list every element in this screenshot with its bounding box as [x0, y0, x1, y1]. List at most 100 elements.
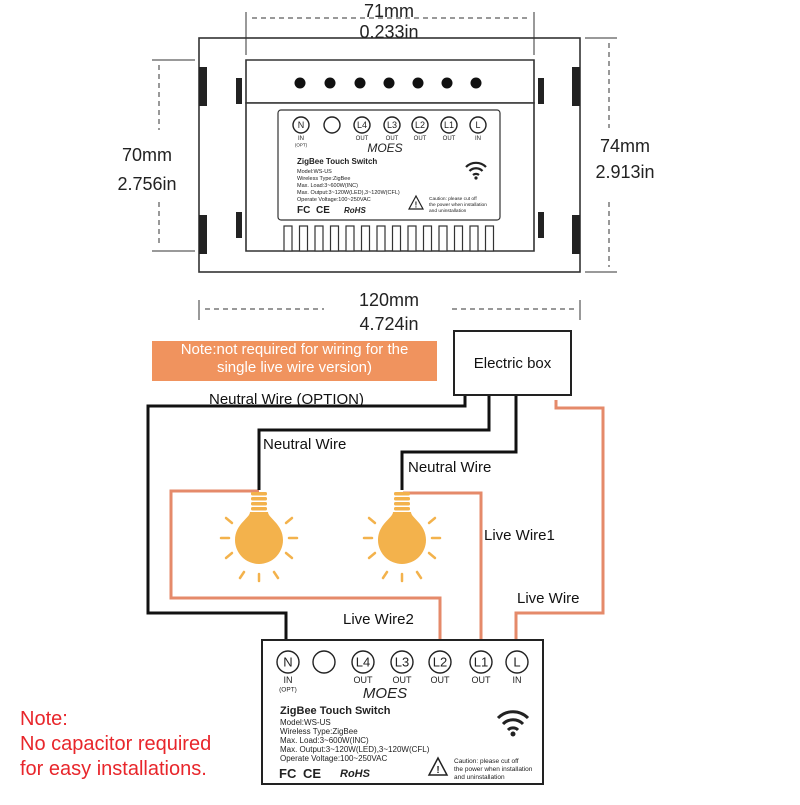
- terminal-circle: [383, 116, 401, 134]
- label-neutral-wire-2: Neutral Wire: [408, 459, 491, 476]
- mount-tab: [572, 67, 580, 106]
- label-sticker: [277, 109, 501, 221]
- pin-dot: [412, 77, 424, 89]
- bulb-thread: [251, 502, 267, 506]
- terminal-circle: [292, 116, 310, 134]
- bulb-ray: [427, 516, 437, 525]
- mount-tab: [199, 215, 207, 254]
- fcc-logo: FC: [279, 766, 297, 781]
- terminal-circle: [411, 116, 429, 134]
- terminal-symbol: N: [283, 655, 292, 670]
- terminal-sub: OUT: [356, 136, 369, 142]
- label-live-wire1: Live Wire1: [484, 527, 555, 544]
- vent-tooth: [391, 225, 402, 252]
- svg-text:!: !: [436, 765, 439, 776]
- caution-line: Caution: please cut off: [454, 758, 519, 765]
- terminal-circle: [312, 650, 336, 674]
- bulb-glass: [378, 512, 426, 564]
- terminal-circle: [323, 116, 341, 134]
- device-max-output: Max. Output:3~120W(LED),3~120W(CFL): [297, 190, 400, 196]
- warning-icon: !: [407, 194, 425, 210]
- device-max-output: Max. Output:3~120W(LED),3~120W(CFL): [280, 745, 430, 754]
- vent-tooth: [376, 225, 386, 252]
- label-live-wire2: Live Wire2: [343, 611, 414, 628]
- bulb-ray: [415, 570, 423, 580]
- device-voltage: Operate Voltage:100~250VAC: [297, 197, 371, 203]
- pin-dot: [470, 77, 482, 89]
- terminal-symbol: L4: [357, 120, 367, 130]
- pin-dot: [441, 77, 453, 89]
- pin-dot: [383, 77, 395, 89]
- label-live-wire: Live Wire: [517, 590, 580, 607]
- device-voltage: Operate Voltage:100~250VAC: [280, 754, 387, 763]
- dim-total-in: 4.724in: [359, 314, 418, 334]
- caution-line: Caution: please cut off: [429, 196, 477, 202]
- terminal-symbol: N: [298, 120, 305, 130]
- bulb-icon: [219, 492, 299, 583]
- pin-dot: [354, 77, 366, 89]
- dim-height-right-in: 2.913in: [595, 162, 654, 182]
- vent-tooth: [484, 225, 495, 252]
- terminal-symbol: L3: [395, 655, 409, 670]
- live-wire-1: [403, 491, 483, 652]
- terminal: LIN: [469, 116, 487, 142]
- mount-tab: [572, 215, 580, 254]
- bulb-thread: [251, 507, 267, 511]
- vent-tooth: [314, 225, 324, 252]
- terminal: [323, 116, 341, 134]
- bulb-ray: [367, 516, 377, 525]
- device-title: ZigBee Touch Switch: [280, 705, 391, 717]
- warning-icon: !: [427, 756, 449, 776]
- bulb-ray: [238, 570, 246, 580]
- terminal-circle: [469, 116, 487, 134]
- terminal-circle: [351, 650, 375, 674]
- note-line: Note:: [20, 708, 68, 730]
- live-wire-2: [169, 489, 442, 652]
- bulb-glass: [235, 512, 283, 564]
- vent-tooth: [453, 225, 464, 252]
- terminal-symbol: L1: [444, 120, 454, 130]
- bulb-thread: [394, 502, 410, 506]
- bulb-ray: [367, 551, 377, 560]
- terminal-symbol: L2: [415, 120, 425, 130]
- wifi-icon: [465, 161, 487, 180]
- mount-tab: [538, 212, 544, 238]
- terminal-sub: OUT: [443, 136, 456, 142]
- note-line: for easy installations.: [20, 758, 207, 780]
- bulb-ray: [381, 570, 389, 580]
- live-wire: [514, 400, 605, 652]
- label-neutral-option: Neutral Wire (OPTION): [209, 391, 364, 408]
- device-model: Model:WS-US: [297, 169, 332, 175]
- terminal-pins: [294, 77, 482, 89]
- pin-dot: [324, 77, 336, 89]
- terminal-symbol: L: [513, 655, 520, 670]
- dim-width-in: 0.233in: [359, 22, 418, 42]
- dimension-lines: [152, 12, 617, 320]
- ce-logo: CE: [316, 205, 330, 216]
- terminal-circle: [428, 650, 452, 674]
- terminal-sub: OUT: [354, 675, 374, 685]
- pin-dot: [294, 77, 306, 89]
- dim-width-mm: 71mm: [364, 1, 414, 21]
- terminal-circle: [390, 650, 414, 674]
- ce-logo: CE: [303, 766, 321, 781]
- terminal-symbol: L3: [387, 120, 397, 130]
- terminal-sub: IN: [284, 675, 293, 685]
- label-neutral-wire-1: Neutral Wire: [263, 436, 346, 453]
- device-wireless: Wireless Type:ZigBee: [297, 176, 350, 182]
- bulb-ray: [224, 551, 234, 560]
- caution-line: the power when installation: [429, 202, 487, 208]
- terminal-symbol: L4: [356, 655, 370, 670]
- vent-tooth: [422, 225, 433, 252]
- terminal-circle: [276, 650, 300, 674]
- terminal-sub2: (OPT): [295, 143, 308, 148]
